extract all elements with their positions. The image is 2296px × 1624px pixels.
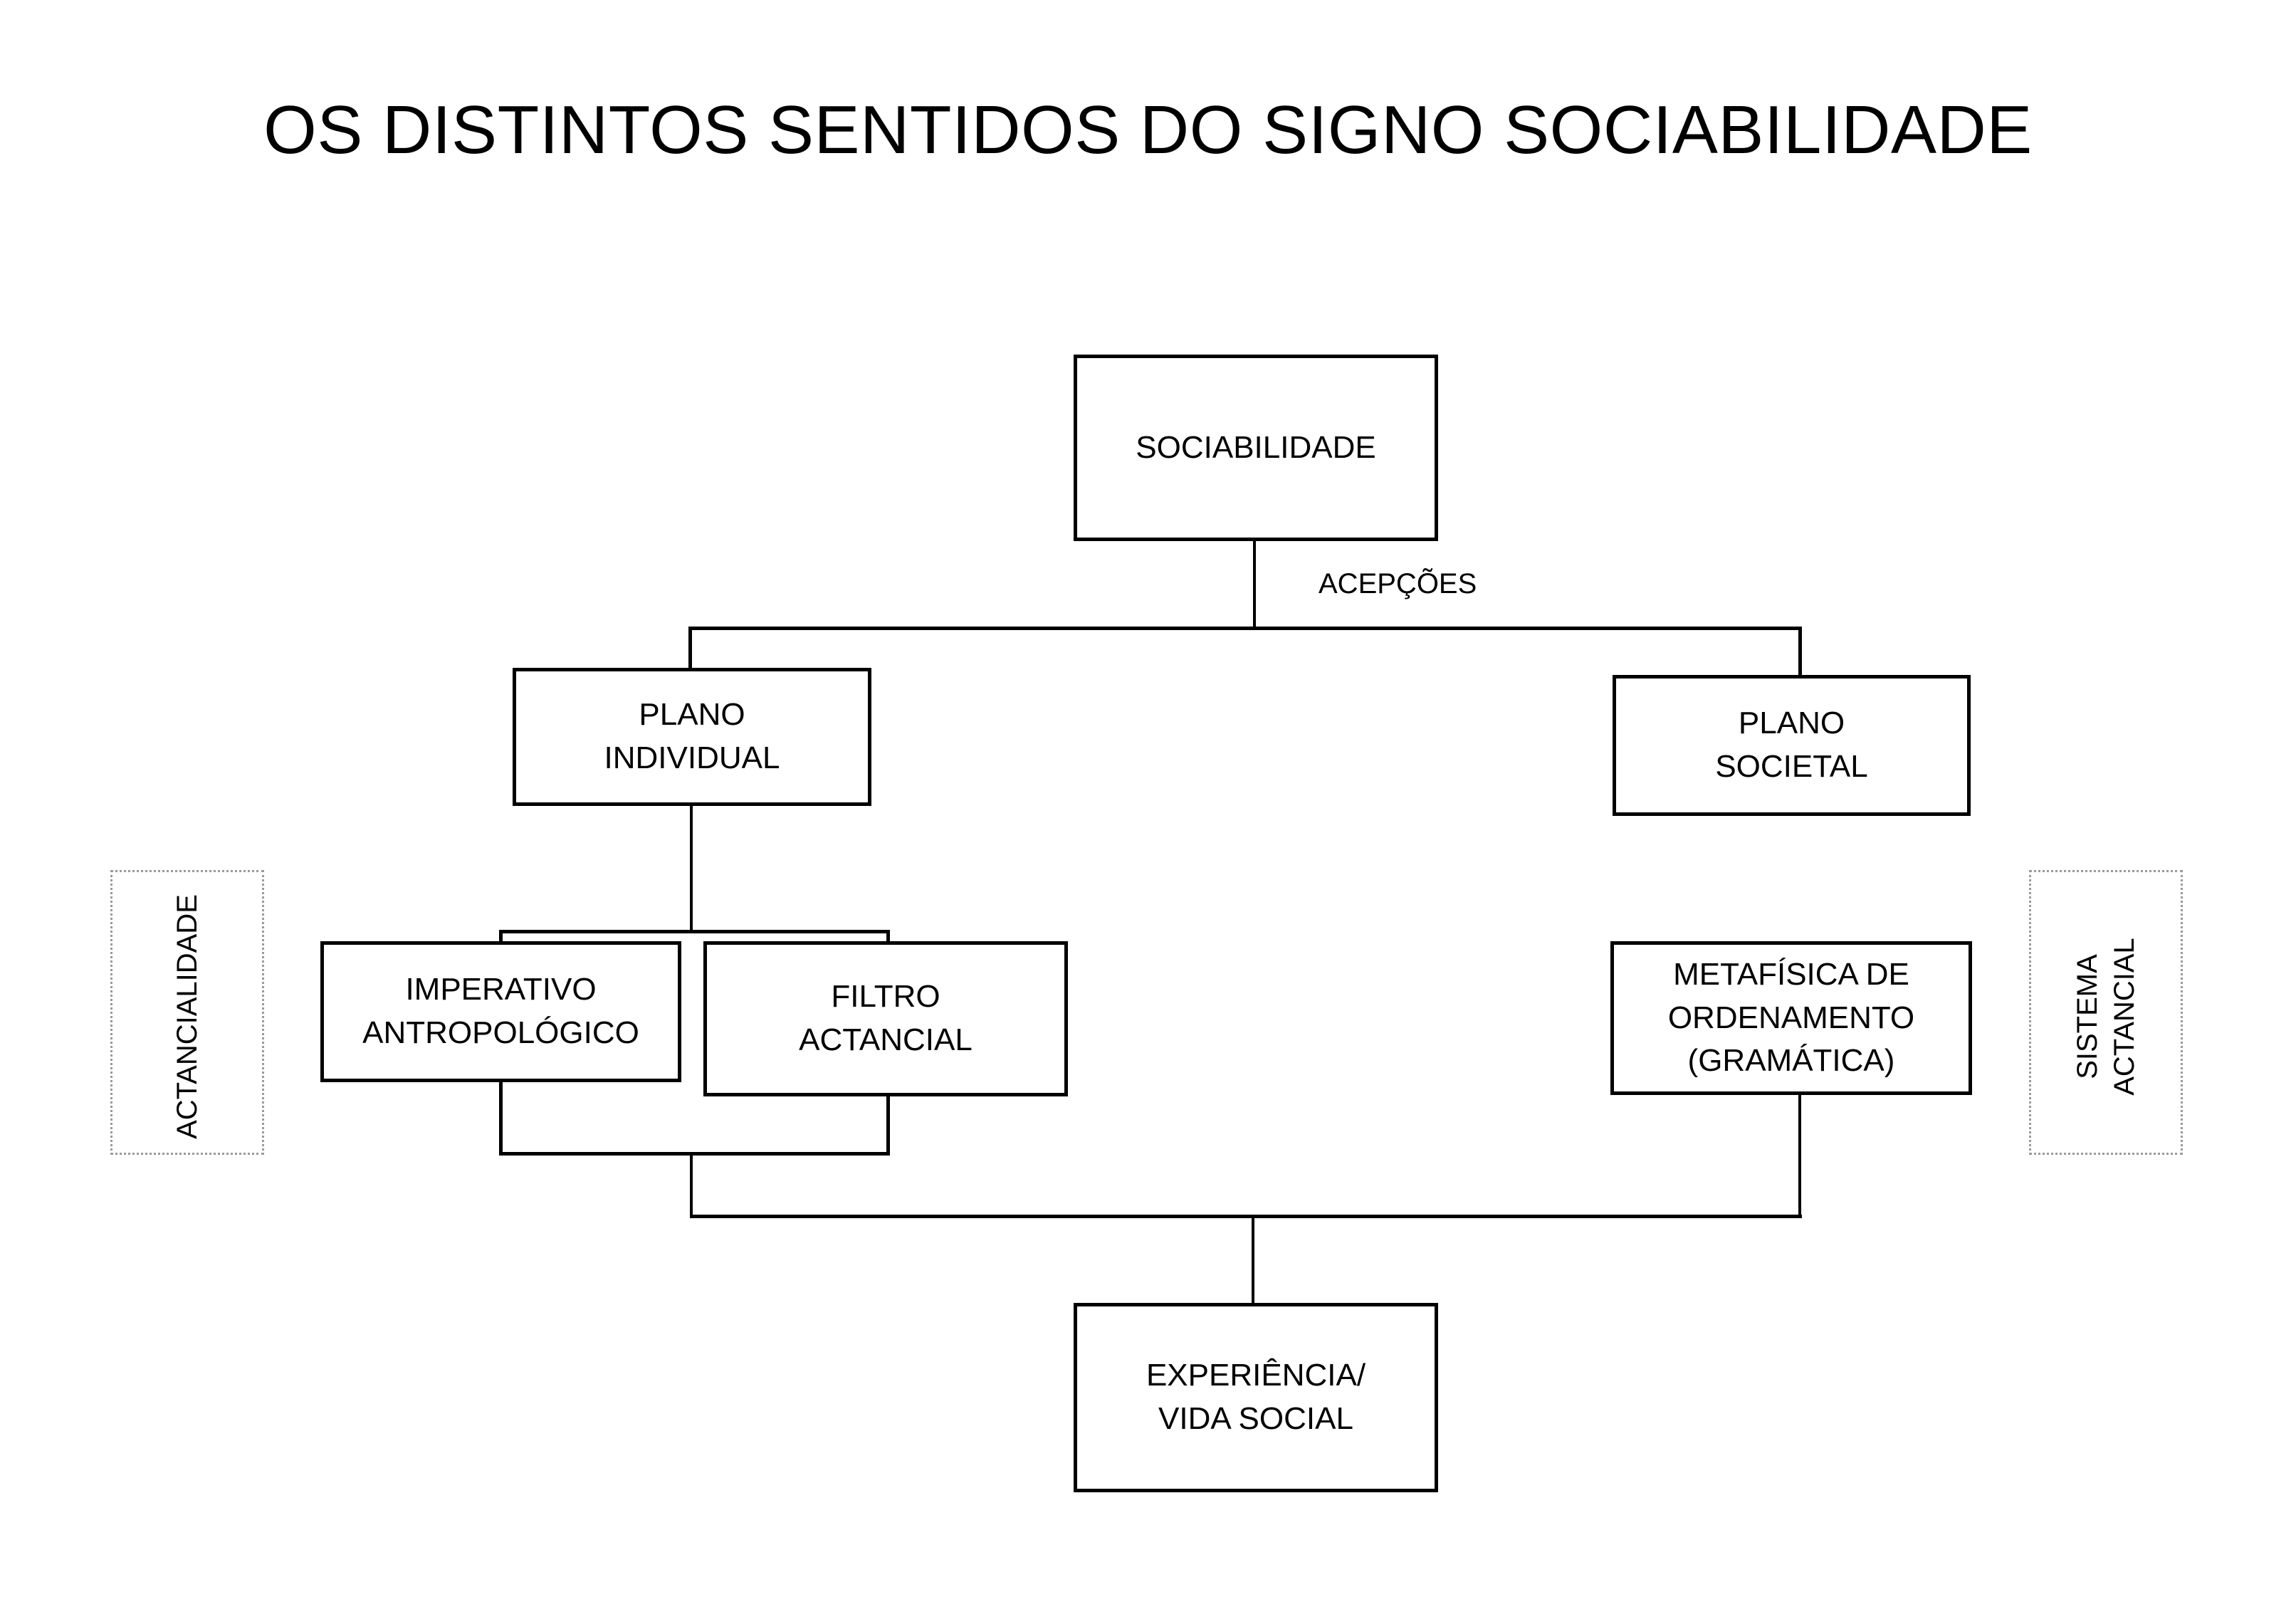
connector-individual-merge-bar [499,1152,890,1156]
group-label-sistema-actancial: SISTEMA ACTANCIAL [2072,938,2140,1096]
connector-individual-split-bar [499,930,890,933]
group-label-actancialidade: ACTANCIALIDADE [172,894,203,1139]
edge-label-acepcoes: ACEPÇÕES [1319,568,1477,599]
node-plano-societal-label: PLANO SOCIETAL [1715,706,1868,784]
node-metafisica-ordenamento[interactable]: METAFÍSICA DE ORDENAMENTO (GRAMÁTICA) [1610,941,1972,1095]
node-imperativo-antropologico-label: IMPERATIVO ANTROPOLÓGICO [362,972,639,1050]
node-sociabilidade-label: SOCIABILIDADE [1136,429,1376,465]
connector-bottom-merge-bar [690,1215,1802,1218]
connector-root-down [1253,540,1256,629]
connector-bottom-to-experiencia [1252,1215,1254,1304]
node-metafisica-ordenamento-label: METAFÍSICA DE ORDENAMENTO (GRAMÁTICA) [1667,956,1915,1079]
connector-metafisica-down [1798,1092,1801,1217]
node-experiencia-vida-social[interactable]: EXPERIÊNCIA/ VIDA SOCIAL [1074,1303,1438,1492]
connector-split-to-filtro [886,930,890,944]
node-filtro-actancial-label: FILTRO ACTANCIAL [799,979,973,1057]
connector-split-to-imperativo [499,930,503,944]
connector-merge-down-to-main [690,1152,693,1217]
connector-plano-individual-down [690,803,693,933]
node-sociabilidade[interactable]: SOCIABILIDADE [1074,355,1438,541]
node-imperativo-antropologico[interactable]: IMPERATIVO ANTROPOLÓGICO [320,941,681,1082]
group-box-sistema-actancial [2029,870,2183,1155]
connector-filtro-down [886,1094,890,1155]
group-box-actancialidade [110,870,264,1155]
page-title: OS DISTINTOS SENTIDOS DO SIGNO SOCIABILI… [263,92,2033,168]
connector-acepcoes-bar [688,627,1802,630]
node-plano-individual[interactable]: PLANO INDIVIDUAL [513,668,871,806]
node-filtro-actancial[interactable]: FILTRO ACTANCIAL [703,941,1068,1096]
connector-bar-to-plano-societal [1798,627,1802,678]
connector-bar-to-plano-individual [688,627,692,671]
node-experiencia-vida-social-label: EXPERIÊNCIA/ VIDA SOCIAL [1146,1358,1366,1436]
node-plano-individual-label: PLANO INDIVIDUAL [604,697,780,775]
node-plano-societal[interactable]: PLANO SOCIETAL [1613,675,1971,816]
connector-imperativo-down [499,1079,503,1155]
